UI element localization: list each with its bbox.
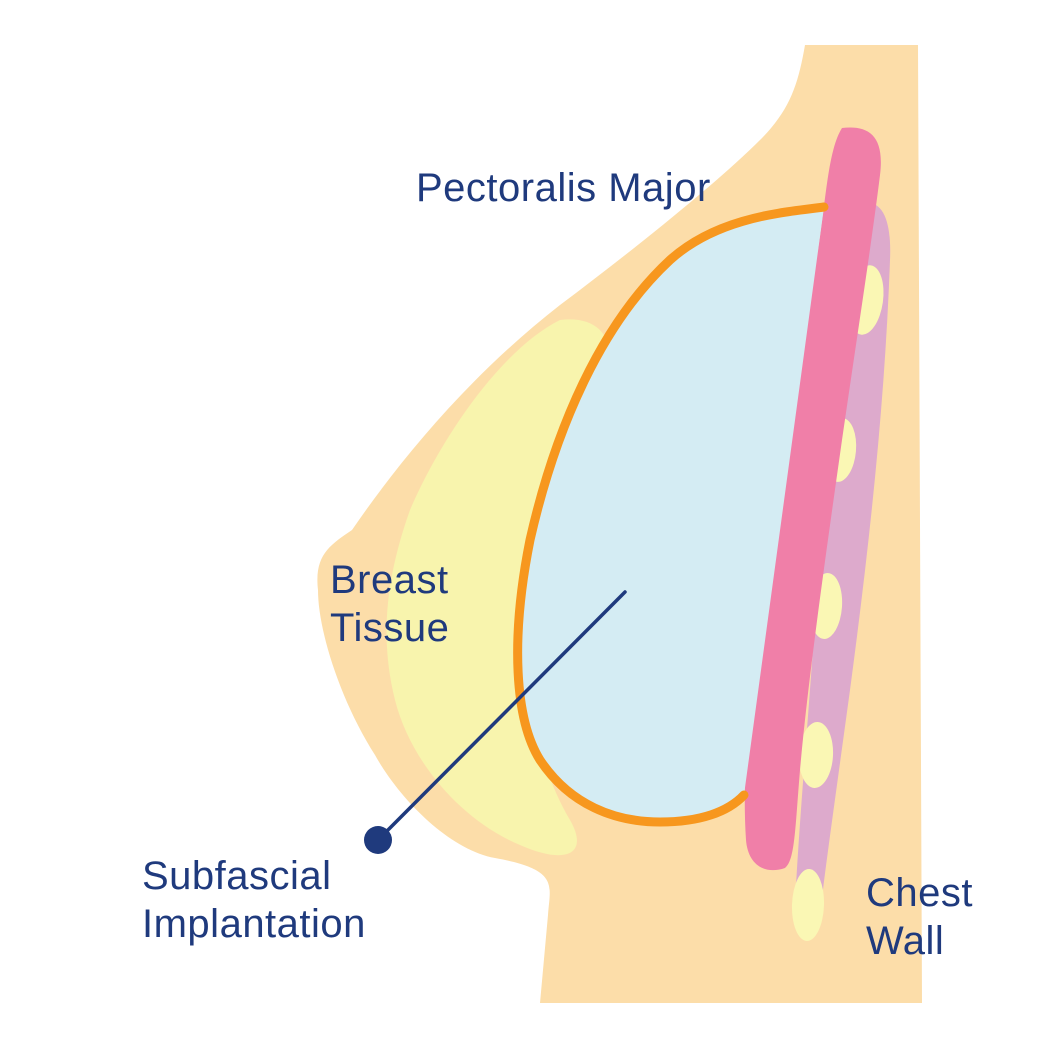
breast-tissue-line2: Tissue [330,606,450,650]
subfascial-line1: Subfascial [142,854,332,898]
rib [791,869,825,941]
subfascial-line2: Implantation [142,902,366,946]
implant [513,202,829,827]
chest-wall-line2: Wall [866,919,945,963]
breast-tissue-line1: Breast [330,558,449,602]
subfascial-pointer-line [378,590,627,840]
chest-wall-line1: Chest [866,871,973,915]
pectoralis-major-muscle [744,127,881,871]
breast-tissue-label: Breast Tissue [330,556,449,652]
pectoralis-major-label: Pectoralis Major [416,164,711,212]
subfascial-pointer-dot [364,826,392,854]
chest-wall-label: Chest Wall [866,869,973,965]
rib [798,722,834,788]
pectoralis-major-text: Pectoralis Major [416,166,711,210]
subfascial-implantation-label: Subfascial Implantation [142,852,366,948]
